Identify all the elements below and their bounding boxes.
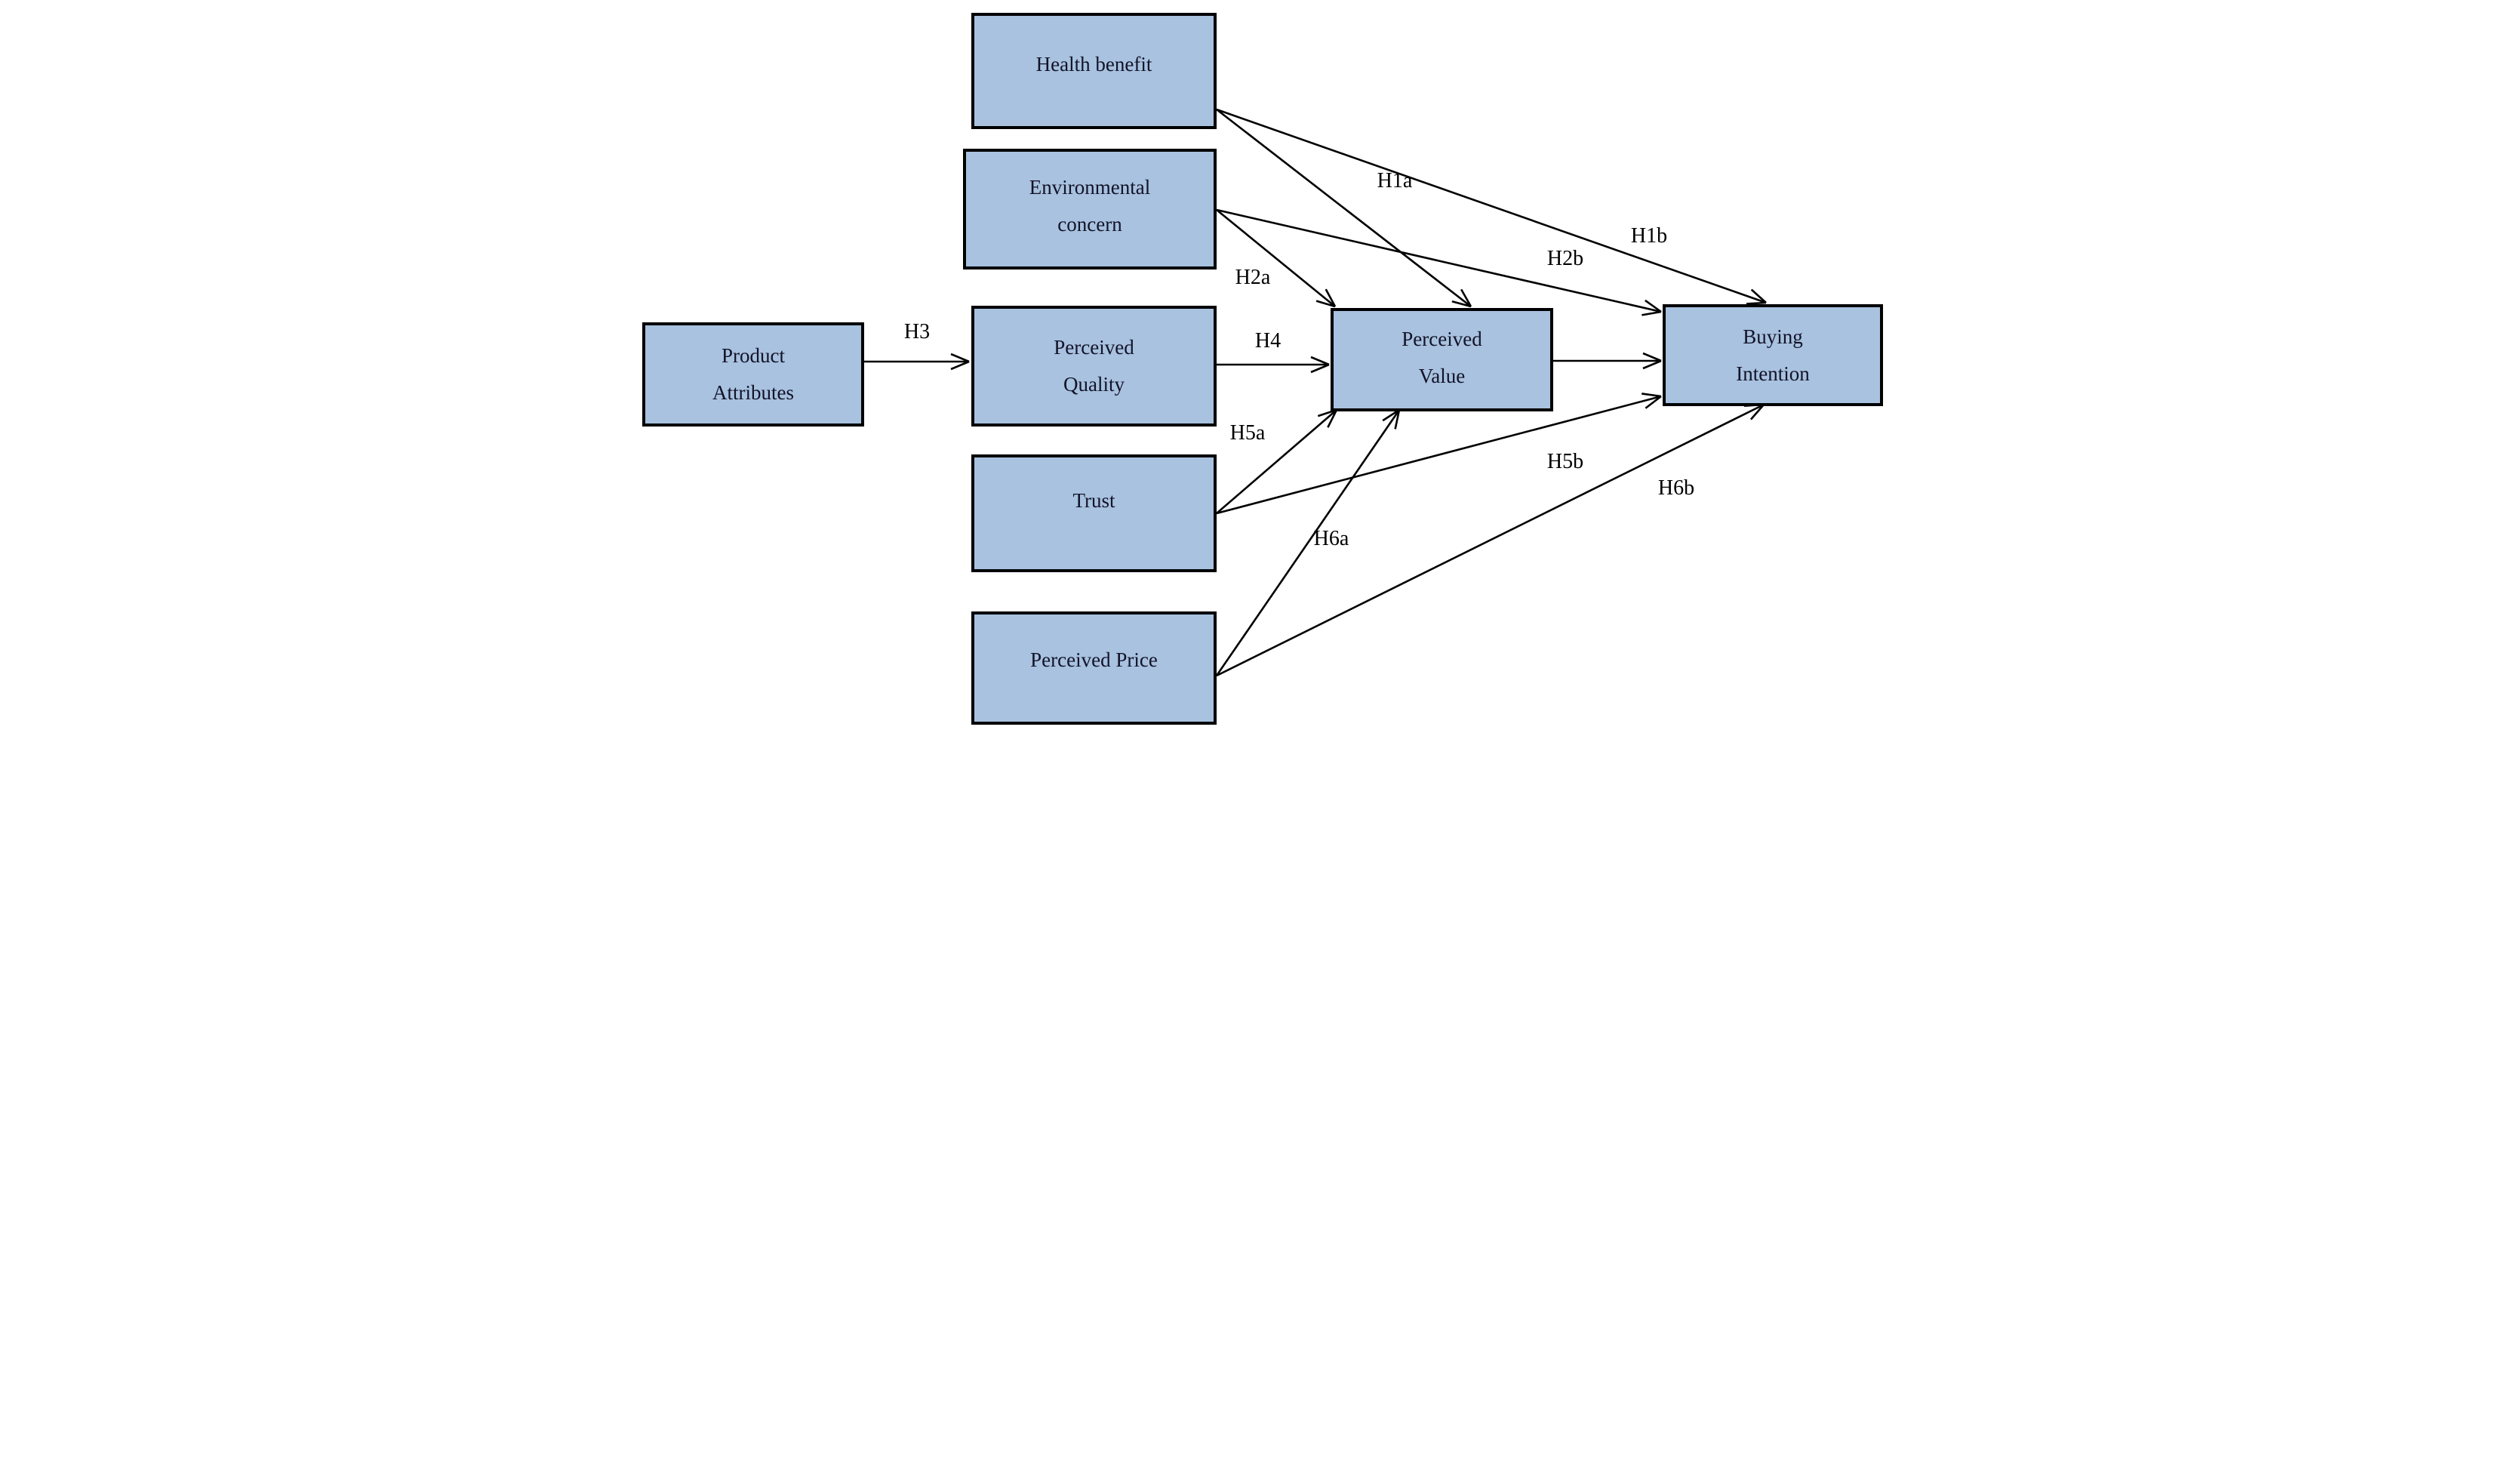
node-perceived-price: Perceived Price — [971, 611, 1217, 725]
arrow-h6a — [1215, 408, 1401, 676]
node-perceived-price-label: Perceived Price — [1030, 648, 1158, 671]
arrow-h6b — [1216, 403, 1765, 677]
edge-label-h4: H4 — [1254, 329, 1282, 353]
arrow-h1a — [1216, 108, 1472, 308]
edge-label-h2a: H2a — [1235, 266, 1271, 289]
arrow-h5b — [1216, 393, 1662, 515]
node-perceived-value: Perceived Value — [1331, 308, 1553, 411]
diagram-canvas: Product Attributes Health benefit Enviro… — [630, 0, 1890, 733]
edge-label-h5a: H5a — [1229, 421, 1266, 445]
node-product-attributes: Product Attributes — [642, 322, 864, 427]
node-environmental-concern: Environmental concern — [963, 149, 1217, 269]
edge-label-h6b: H6b — [1657, 476, 1695, 500]
edge-label-h5b: H5b — [1546, 450, 1584, 473]
arrow-h1b — [1216, 108, 1767, 305]
node-buying-intention: Buying Intention — [1663, 304, 1883, 406]
arrow-h2a — [1216, 208, 1337, 308]
node-health-benefit: Health benefit — [971, 13, 1217, 129]
node-environmental-concern-label: Environmental concern — [1029, 176, 1151, 236]
edge-label-h1b: H1b — [1630, 224, 1668, 248]
node-trust: Trust — [971, 454, 1217, 572]
arrow-h2b — [1216, 208, 1662, 316]
node-buying-intention-label: Buying Intention — [1736, 325, 1810, 385]
node-product-attributes-label: Product Attributes — [712, 344, 794, 404]
edges-layer — [864, 108, 1767, 677]
node-health-benefit-label: Health benefit — [1035, 52, 1152, 75]
edge-label-h1a: H1a — [1377, 169, 1413, 192]
edge-label-h2b: H2b — [1546, 247, 1584, 270]
node-perceived-value-label: Perceived Value — [1402, 327, 1482, 387]
arrow-h5a — [1216, 408, 1338, 514]
node-trust-label: Trust — [1072, 488, 1115, 512]
node-perceived-quality-label: Perceived Quality — [1054, 336, 1134, 396]
node-perceived-quality: Perceived Quality — [971, 306, 1217, 427]
edge-label-h3: H3 — [903, 320, 931, 343]
edge-label-h6a: H6a — [1313, 527, 1349, 550]
